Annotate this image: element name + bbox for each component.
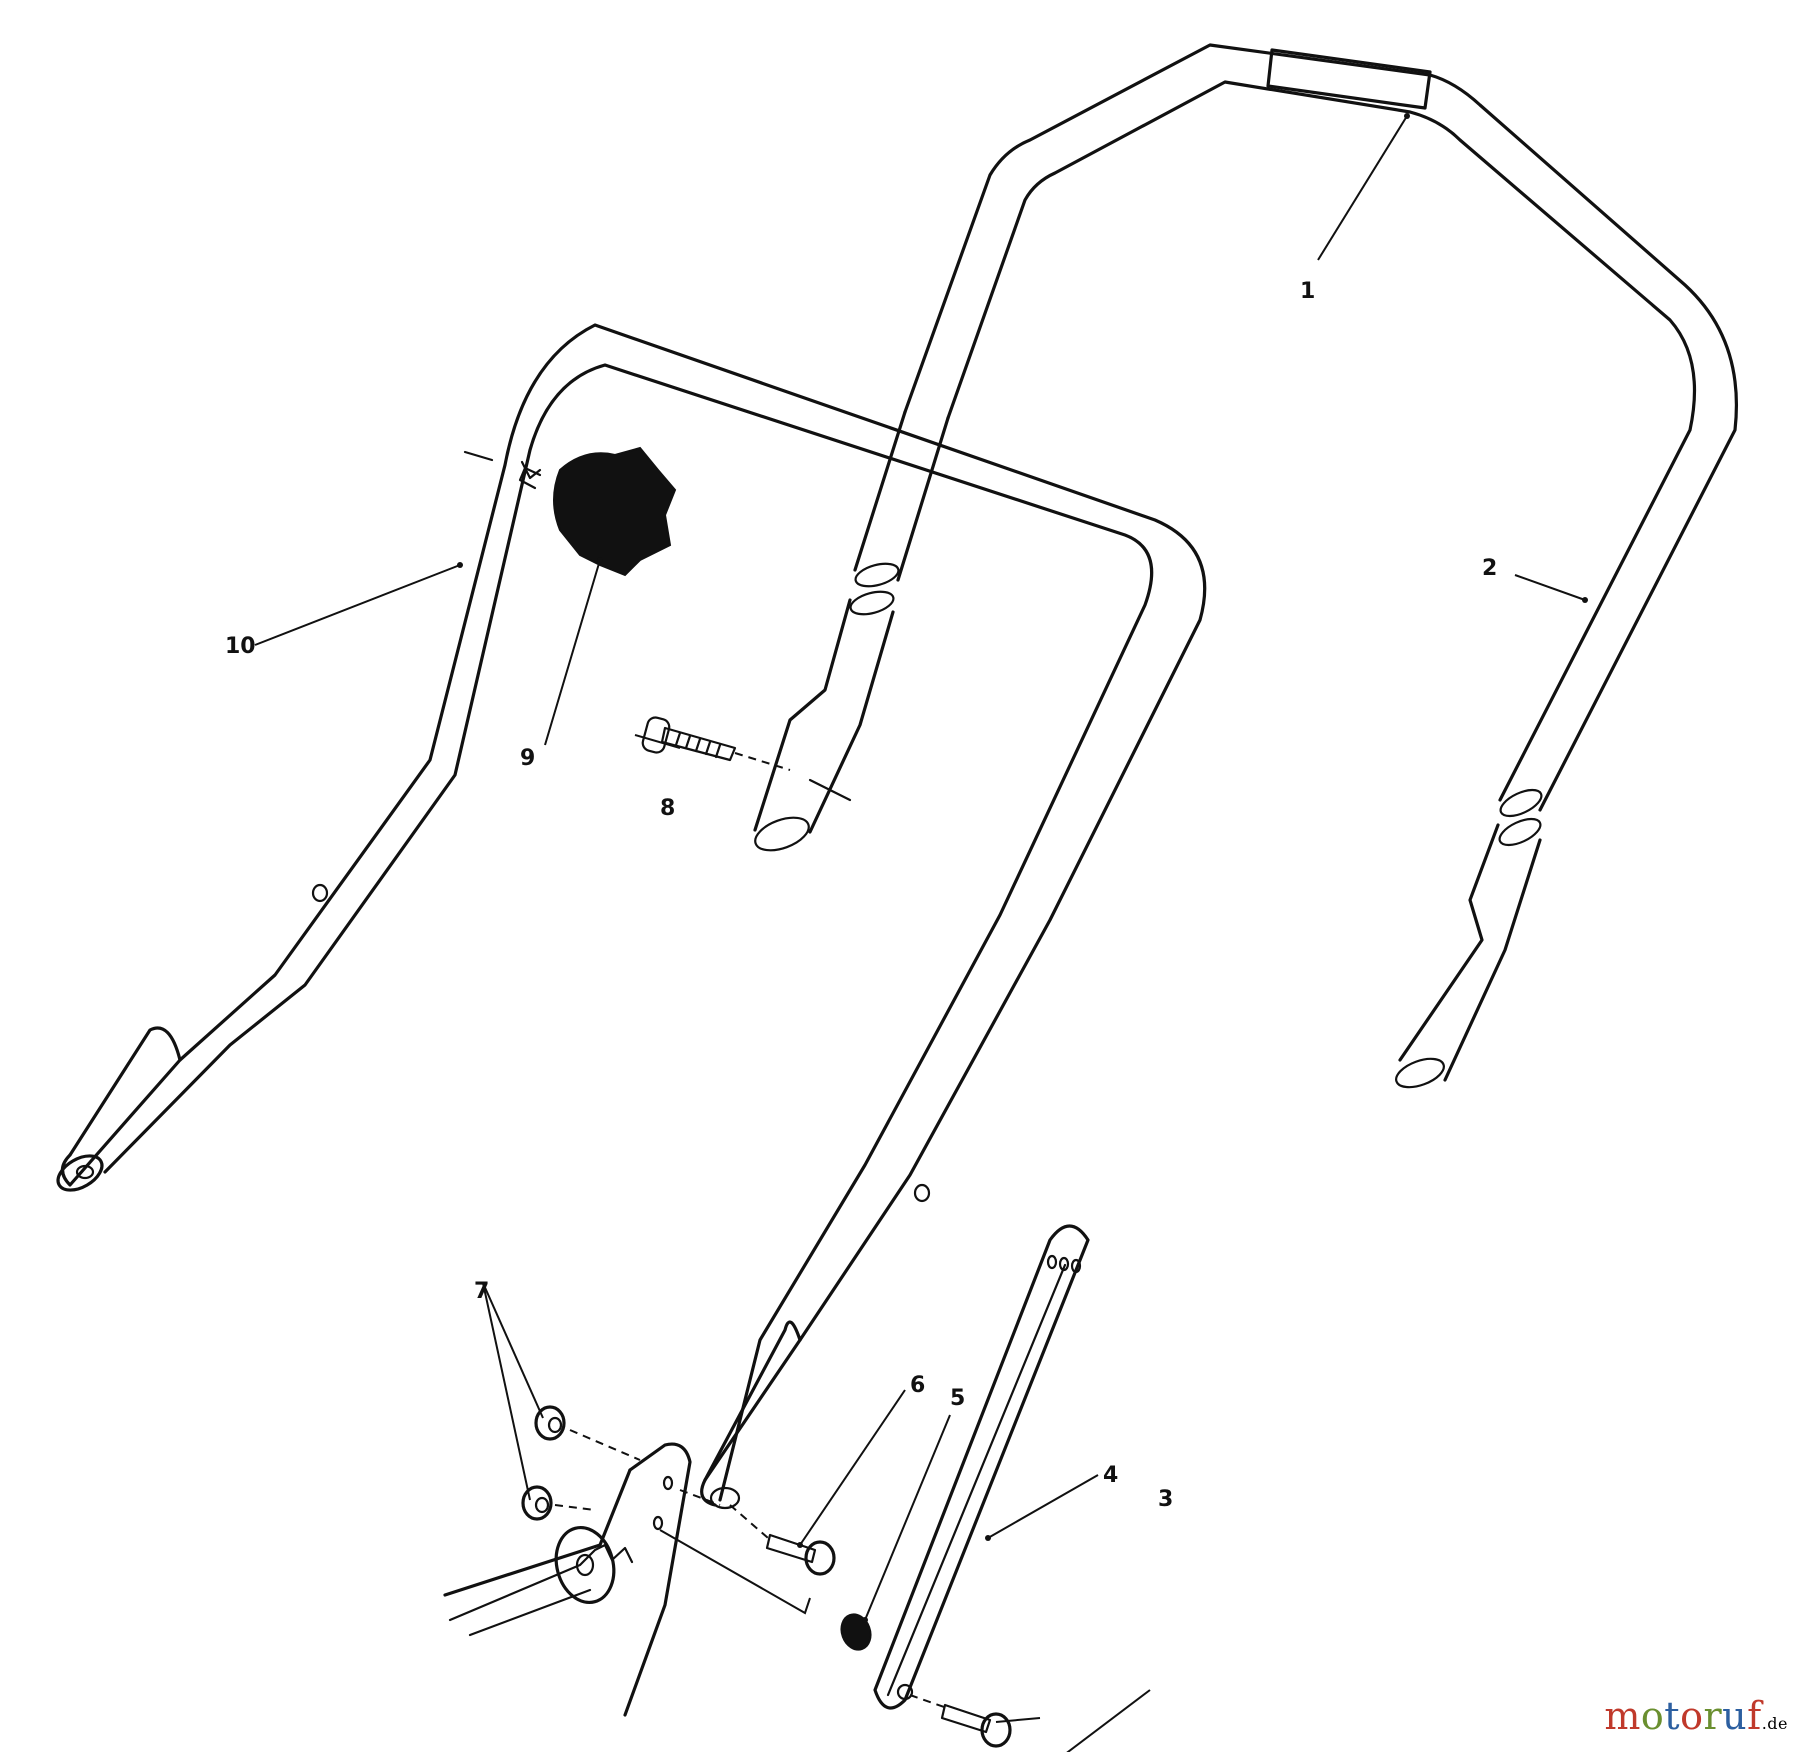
callout-10: 10 <box>225 634 256 659</box>
handle-knob <box>518 446 677 577</box>
watermark-letter: t <box>1664 1694 1681 1738</box>
carriage-bolt <box>641 716 791 771</box>
mounting-bolt <box>909 1694 1012 1748</box>
watermark-letter: o <box>1640 1694 1665 1738</box>
watermark: motoruf.de <box>1604 1694 1788 1738</box>
callout-1: 1 <box>1300 279 1315 304</box>
watermark-text: motoruf <box>1604 1694 1761 1738</box>
watermark-letter: o <box>1680 1694 1704 1738</box>
shoulder-bolt <box>729 1504 836 1576</box>
callout-labels: 1 2 3 4 5 6 7 8 9 10 <box>225 279 1497 1512</box>
callout-8: 8 <box>660 796 675 821</box>
callout-6: 6 <box>910 1373 925 1398</box>
watermark-letter: u <box>1722 1694 1748 1738</box>
upper-handle <box>753 43 1739 1089</box>
watermark-letter: m <box>1604 1694 1641 1738</box>
callout-2: 2 <box>1482 556 1497 581</box>
callout-7: 7 <box>474 1279 489 1304</box>
watermark-letter: r <box>1703 1694 1723 1738</box>
deck-bracket <box>443 1442 811 1717</box>
leader-lines <box>254 113 1588 1752</box>
watermark-suffix: .de <box>1761 1714 1788 1733</box>
callout-4: 4 <box>1103 1463 1118 1488</box>
spacer <box>840 1613 872 1651</box>
callout-5: 5 <box>950 1386 965 1411</box>
callout-3: 3 <box>1158 1487 1173 1512</box>
watermark-letter: f <box>1747 1694 1762 1738</box>
locknuts <box>521 1405 641 1521</box>
handle-brace <box>873 1224 1090 1710</box>
callout-9: 9 <box>520 746 535 771</box>
lower-handle <box>56 323 1207 1510</box>
